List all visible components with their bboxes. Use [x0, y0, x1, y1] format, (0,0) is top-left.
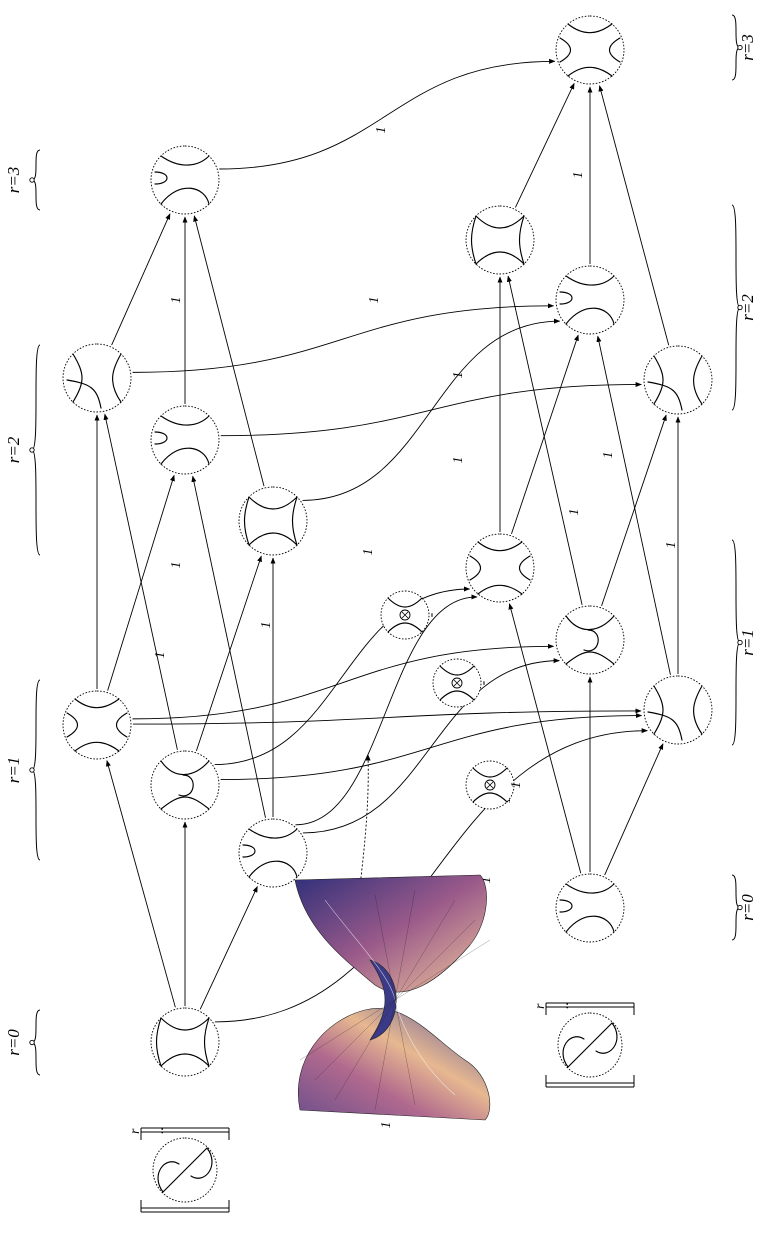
edge-arrow [511, 334, 579, 535]
resolution-circle-icon [238, 486, 308, 556]
resolution-circle-icon [555, 873, 625, 943]
edge-label: 1 [451, 372, 466, 379]
resolution-circle-icon [465, 533, 535, 603]
edge-arrow [105, 760, 176, 1008]
saddle-insets: - - 1 [380, 590, 524, 810]
degree-label: r=2 [4, 436, 23, 463]
edge-label: 1 [451, 457, 466, 464]
bracket-dots: .. [557, 1002, 572, 1009]
edge-arrow [195, 555, 262, 751]
resolution-circle-icon [62, 690, 132, 760]
resolution-circle-icon [150, 750, 220, 820]
resolution-circle-icon [555, 15, 625, 85]
inset-mark: - [476, 680, 491, 685]
edge-arrow [132, 708, 642, 725]
resolution-circle-icon [150, 405, 220, 475]
degree-label: r=1 [738, 629, 757, 656]
edge-arrow [193, 215, 265, 487]
degree-label: r=3 [4, 167, 23, 194]
edge-arrow [107, 474, 175, 691]
edge-arrow [103, 413, 178, 750]
edge-arrow [132, 303, 555, 373]
degree-braces: r=0 r=1 r=2 r=3 r=0 r=1 r=2 r=3 [4, 14, 757, 1076]
edge-arrow [601, 414, 667, 607]
edge-arrow [214, 586, 471, 766]
edge-label: 1 [169, 297, 184, 304]
inset-mark: 1 [509, 782, 524, 789]
saddle-move-icon [465, 760, 515, 810]
edge-label: 1 [379, 1122, 394, 1129]
edge-arrow [302, 318, 561, 501]
resolution-circle-icon [555, 265, 625, 335]
cobordism-surface-icon [294, 874, 491, 1121]
edge-arrow [191, 475, 266, 818]
edge-label: 1 [374, 127, 389, 134]
edge-arrow [598, 85, 670, 346]
edge-arrow [604, 743, 664, 876]
resolution-nodes [62, 15, 713, 1077]
edge-label: 1 [479, 877, 494, 884]
edge-arrow [596, 335, 671, 675]
bracket-exponent: r [128, 1128, 143, 1134]
edge-arrow [302, 658, 560, 834]
inset-mark: - [424, 612, 439, 617]
surface-pointer-arrow [354, 754, 371, 931]
resolution-circle-icon [150, 145, 220, 215]
saddle-move-icon [380, 590, 430, 640]
degree-label: r=0 [4, 1029, 23, 1056]
resolution-circle-icon [62, 343, 132, 413]
edge-arrow [515, 82, 575, 208]
edge-arrow [295, 594, 478, 826]
resolution-circle-icon [465, 205, 535, 275]
edge-labels: 1 1 1 1 1 1 1 1 1 1 1 1 1 1 1 1 [153, 127, 679, 1129]
cube-edges [94, 58, 681, 1023]
bracket-exponent: r [533, 1003, 548, 1009]
edge-label: 1 [567, 509, 582, 516]
resolution-circle-icon [555, 605, 625, 675]
knot-diagram-icon [545, 1002, 635, 1088]
degree-label: r=2 [738, 294, 757, 321]
edge-arrow [132, 643, 555, 720]
resolution-circle-icon [150, 1007, 220, 1077]
resolution-circle-icon [643, 345, 713, 415]
edge-label: 1 [601, 452, 616, 459]
edge-label: 1 [259, 622, 274, 629]
edge-label: 1 [153, 652, 168, 659]
saddle-move-icon [432, 658, 482, 708]
edge-arrow [506, 275, 583, 605]
edge-arrow [199, 885, 258, 1010]
knot-diagram-icon [140, 1127, 230, 1213]
edge-arrow [508, 603, 582, 874]
degree-label: r=3 [738, 34, 757, 61]
edge-label: 1 [367, 297, 382, 304]
edge-label: 1 [169, 562, 184, 569]
knot-brackets: r.. r.. [128, 1002, 635, 1213]
degree-label: r=0 [738, 894, 757, 921]
bracket-dots: .. [152, 1127, 167, 1134]
edge-arrow [219, 58, 556, 170]
edge-label: 1 [664, 542, 679, 549]
degree-label: r=1 [4, 757, 23, 784]
edge-label: 1 [361, 549, 376, 556]
edge-arrow [220, 381, 642, 437]
edge-arrow [111, 213, 171, 346]
resolution-circle-icon [238, 818, 308, 888]
resolution-circle-icon [643, 675, 713, 745]
edge-label: 1 [571, 172, 586, 179]
